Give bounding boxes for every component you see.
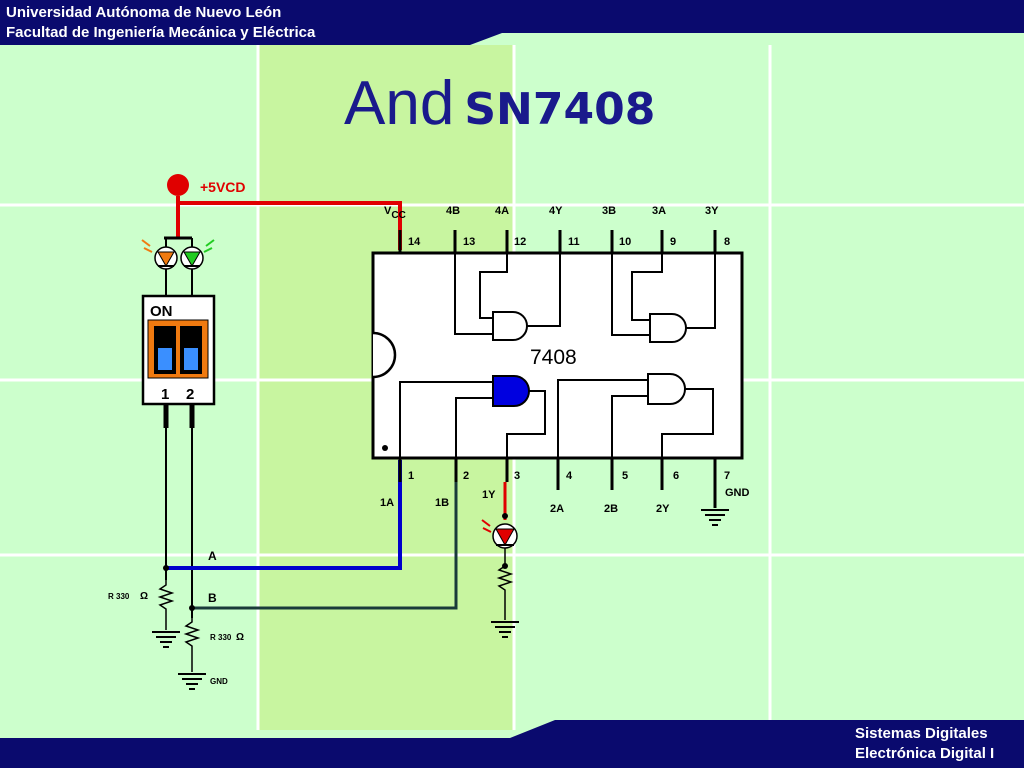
pin-name-3b: 3B — [602, 205, 616, 217]
pin-name-4b: 4B — [446, 205, 460, 217]
resistor-out-icon — [496, 548, 514, 620]
resistor-1-icon — [157, 580, 175, 630]
gate-2-icon — [557, 373, 714, 458]
ic-notch — [372, 331, 397, 379]
pin-num-8: 8 — [724, 236, 730, 248]
pin-name-2a: 2A — [550, 503, 564, 515]
ground-icon-chip — [701, 509, 729, 526]
ground-icon-out — [491, 621, 519, 638]
chip-label: 7408 — [530, 346, 577, 369]
wire-b-label: B — [208, 591, 217, 605]
switch-on-label: ON — [150, 303, 173, 320]
ground-icon-1 — [152, 631, 180, 648]
pin-num-10: 10 — [619, 236, 631, 248]
faculty-name: Facultad de Ingeniería Mecánica y Eléctr… — [6, 24, 316, 41]
course-subtitle: Electrónica Digital I — [855, 745, 995, 762]
pin-name-3y: 3Y — [705, 205, 719, 217]
title-chip: SN7408 — [464, 84, 656, 135]
supply-label: +5VCD — [200, 179, 246, 195]
university-name: Universidad Autónoma de Nuevo León — [6, 4, 282, 21]
switch-1-label: 1 — [161, 386, 169, 403]
supply-wire — [176, 196, 402, 250]
switch-2-label: 2 — [186, 386, 194, 403]
pin-num-9: 9 — [670, 236, 676, 248]
pin-num-11: 11 — [568, 236, 580, 248]
pin-name-1a: 1A — [380, 497, 394, 509]
led-green-icon — [180, 238, 215, 296]
title-and: And — [344, 69, 455, 138]
dip-switch: ON 1 2 — [141, 294, 216, 428]
wire-a-label: A — [208, 549, 217, 563]
pin-name-1y: 1Y — [482, 489, 496, 501]
pin-name-3a: 3A — [652, 205, 666, 217]
resistor-1-label: R 330 — [108, 592, 130, 601]
gate-3-icon — [611, 253, 716, 343]
pin-num-3: 3 — [514, 470, 520, 482]
resistor-2-ohm: Ω — [236, 632, 244, 643]
led-orange-icon — [141, 238, 178, 296]
pin-name-4y: 4Y — [549, 205, 563, 217]
pin-num-14: 14 — [408, 236, 421, 248]
pin-name-2b: 2B — [604, 503, 618, 515]
pin-num-4: 4 — [566, 470, 573, 482]
resistor-2-icon — [183, 618, 201, 672]
bottom-pins — [398, 458, 717, 508]
led-red-icon — [481, 519, 518, 549]
top-pins — [398, 230, 717, 253]
pin-num-13: 13 — [463, 236, 475, 248]
pin-name-1b: 1B — [435, 497, 449, 509]
resistor-1-ohm: Ω — [140, 591, 148, 602]
wire-b — [192, 460, 458, 610]
gate-1-icon — [399, 375, 546, 458]
pin-name-4a: 4A — [495, 205, 509, 217]
course-name: Sistemas Digitales — [855, 725, 988, 742]
pin-name-2y: 2Y — [656, 503, 670, 515]
pin-num-6: 6 — [673, 470, 679, 482]
gnd-label-left: GND — [210, 677, 228, 686]
wire-a — [166, 460, 402, 570]
pin-num-5: 5 — [622, 470, 628, 482]
vcc-label: VCC — [384, 205, 406, 221]
supply-node — [167, 174, 189, 196]
pin-num-7: 7 — [724, 470, 730, 482]
ground-icon-2 — [178, 673, 206, 690]
pin-num-1: 1 — [408, 470, 414, 482]
resistor-2-label: R 330 — [210, 633, 232, 642]
pin-num-2: 2 — [463, 470, 469, 482]
gate-4-icon — [454, 253, 561, 341]
pin-num-12: 12 — [514, 236, 526, 248]
pin-name-gnd: GND — [725, 487, 750, 499]
